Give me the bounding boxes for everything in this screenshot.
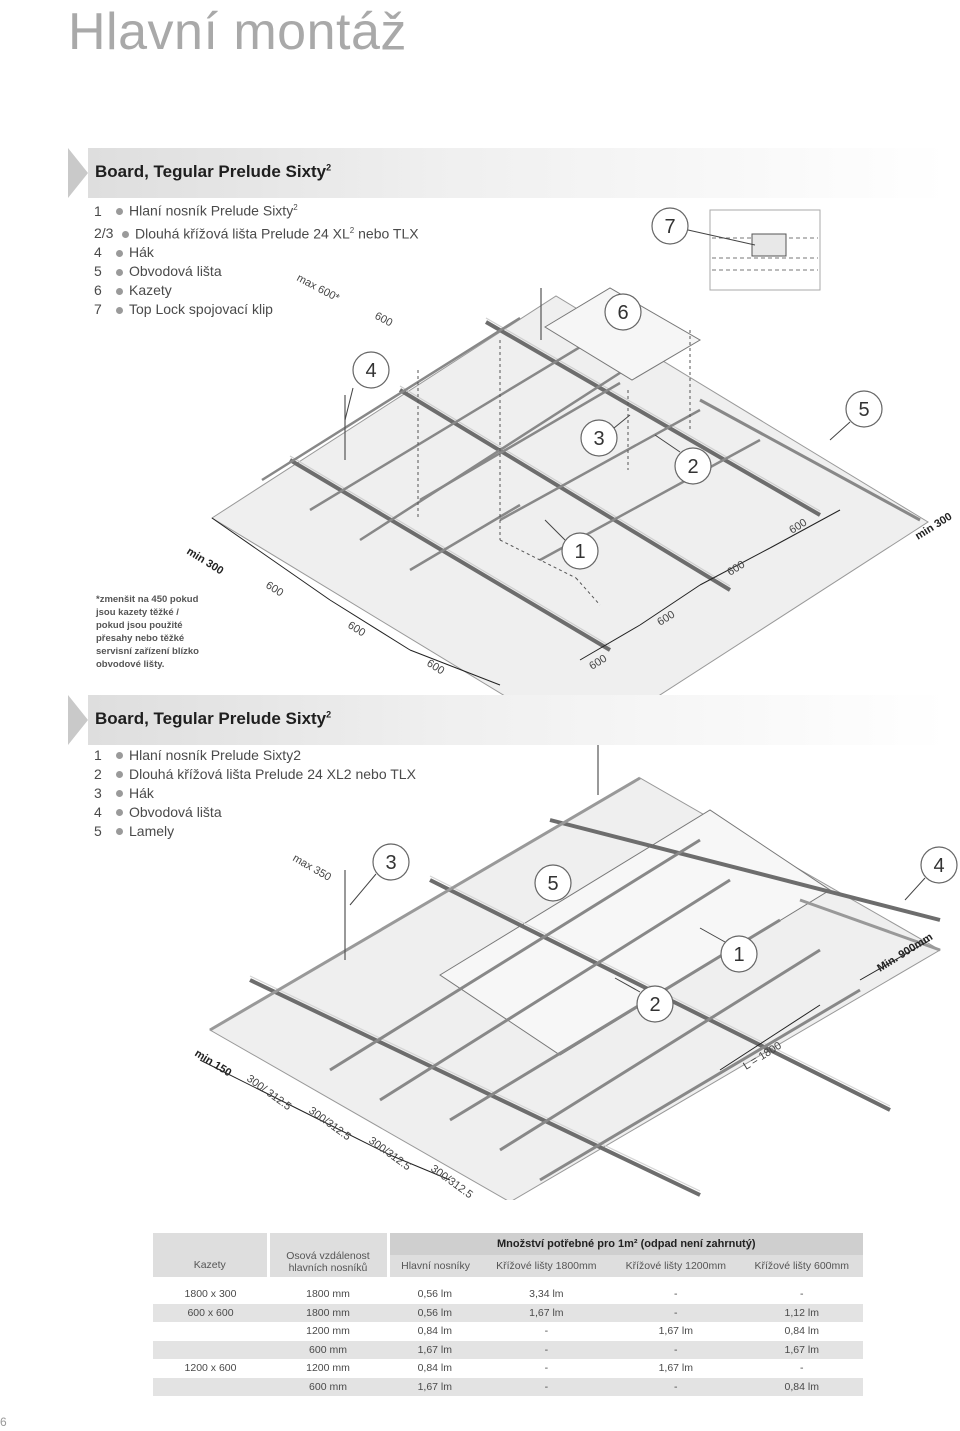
col-header: Křížové lišty 1800mm	[481, 1255, 612, 1277]
dim-300-312: 300/312.5	[306, 1105, 353, 1143]
dim-min-left: min 150	[192, 1047, 233, 1079]
section2-header: Board, Tegular Prelude Sixty2	[68, 695, 948, 745]
section1-header: Board, Tegular Prelude Sixty2	[68, 148, 948, 198]
callout-3: 3	[593, 428, 604, 450]
hangers	[344, 288, 542, 460]
bullet-icon	[116, 207, 123, 215]
table-row: 600 x 600 1800 mm 0,56 lm 1,67 lm - 1,12…	[153, 1303, 863, 1322]
table-row: 600 mm 1,67 lm - - 1,67 lm	[153, 1340, 863, 1359]
col-header: Křížové lišty 1200mm	[611, 1255, 741, 1277]
bullet-icon	[116, 249, 123, 257]
dim-300-312: 300/ 312.5	[244, 1073, 293, 1113]
col-header-kazety: Kazety	[153, 1233, 268, 1277]
callout-5: 5	[858, 399, 869, 421]
dim-min-left: min 300	[184, 545, 225, 577]
top-lock-clip	[751, 233, 787, 257]
callout-3: 3	[385, 852, 396, 874]
section-arrow-icon	[68, 695, 88, 745]
callout-4: 4	[933, 855, 944, 877]
bullet-icon	[116, 771, 123, 779]
bullet-icon	[116, 287, 123, 295]
ceiling-tile	[544, 287, 701, 381]
bullet-icon	[116, 268, 123, 276]
callout-2: 2	[687, 456, 698, 478]
section1-heading: Board, Tegular Prelude Sixty	[95, 162, 327, 181]
group-header: Množství potřebné pro 1m² (odpad není za…	[386, 1233, 863, 1255]
footnote: *zmenšit na 450 pokud jsou kazety těžké …	[96, 594, 199, 670]
callout-2: 2	[649, 994, 660, 1016]
dim-max: max 600*	[295, 272, 342, 305]
callout-1: 1	[733, 944, 744, 966]
section2-heading: Board, Tegular Prelude Sixty	[95, 709, 327, 728]
bullet-icon	[116, 828, 123, 836]
page-title: Hlavní montáž	[68, 3, 407, 61]
callout-4: 4	[365, 360, 376, 382]
callout-7: 7	[664, 216, 675, 238]
dim-600: 600	[345, 619, 367, 639]
dim-600: 600	[373, 310, 395, 329]
grid-installation-diagram-1: max 600* 600 min 300 600 600 600 600 600…	[184, 207, 954, 700]
col-header: Křížové lišty 600mm	[740, 1255, 863, 1277]
table-row: 600 mm 1,67 lm - - 0,84 lm	[153, 1377, 863, 1396]
callout-1: 1	[574, 541, 585, 563]
dim-600: 600	[263, 579, 285, 599]
bullet-icon	[116, 790, 123, 798]
callout-6: 6	[617, 302, 628, 324]
col-header: Hlavní nosníky	[386, 1255, 482, 1277]
dim-600: 600	[424, 657, 446, 677]
table-row: 1800 x 300 1800 mm 0,56 lm 3,34 lm - -	[184, 1288, 804, 1301]
page-number: 6	[0, 1415, 7, 1429]
col-header-osova: Osová vzdálenost hlavních nosníků	[266, 1233, 388, 1277]
table-row: 1200 x 600 1200 mm 0,84 lm - 1,67 lm -	[184, 1362, 804, 1375]
grid-installation-diagram-2: max 350 min 150 300/ 312.5 300/312.5 300…	[192, 745, 958, 1200]
ceiling-plane	[211, 295, 929, 700]
section-arrow-icon	[68, 148, 88, 198]
callout-5: 5	[547, 873, 558, 895]
bullet-icon	[116, 752, 123, 760]
quantity-table: Kazety Osová vzdálenost hlavních nosníků…	[153, 1233, 863, 1396]
bullet-icon	[116, 809, 123, 817]
bullet-icon	[122, 230, 129, 238]
bullet-icon	[116, 306, 123, 314]
table-row: 1200 mm 0,84 lm - 1,67 lm 0,84 lm	[306, 1325, 819, 1338]
dim-max: max 350	[291, 852, 334, 883]
